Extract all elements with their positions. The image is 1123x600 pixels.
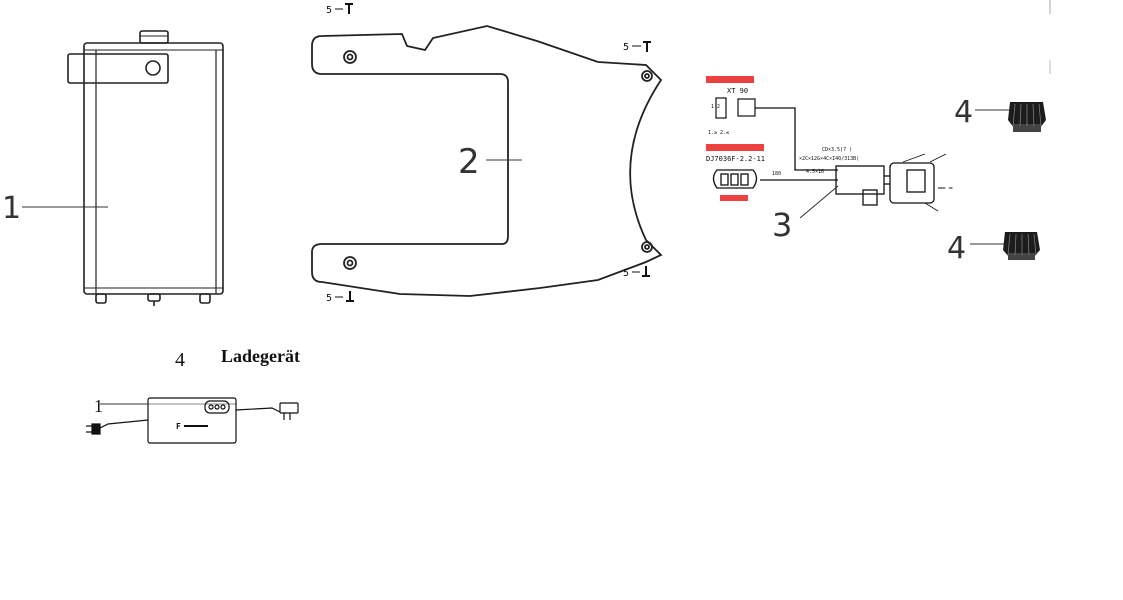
screw-callout-right-bottom: 5 [623, 268, 629, 279]
red-note-mid [706, 144, 764, 151]
charger-part-callout: 1 [94, 396, 103, 416]
cap-bottom-callout: 4 [947, 231, 966, 266]
cap-bottom [1003, 232, 1040, 260]
wiring-leader-line [799, 185, 839, 219]
plug-side-label: ══ ═ [937, 185, 953, 192]
screw-right-top: 5 [623, 41, 651, 53]
wiring-harness-part: XT 90 1 2 1.≥ 2.≤ DJ7036F-2.2-11 180 4.5… [706, 76, 953, 212]
cable-spec-2: ×2C×12G×4C×I40/313B( [799, 156, 859, 162]
battery-part [67, 30, 224, 306]
cap-top [1008, 102, 1046, 132]
bracket-part [311, 25, 663, 297]
bracket-callout: 2 [458, 142, 480, 182]
dj-connector [712, 169, 758, 189]
red-note-bottom [720, 195, 748, 201]
pin-labels-mid: 1.≥ 2.≤ [708, 130, 729, 136]
pin-labels-top: 1 2 [711, 104, 720, 110]
screw-callout-top: 5 [326, 5, 332, 16]
wiring-callout: 3 [772, 206, 792, 244]
dj-connector-label: DJ7036F-2.2-11 [706, 155, 765, 163]
cable-spec-1: CD×3.5(7 ) [822, 147, 852, 153]
screw-right-bottom: 5 [623, 266, 650, 279]
wire-spec-label: 4.5×16 [806, 169, 824, 175]
screw-top: 5 [326, 3, 353, 16]
red-note-top [706, 76, 754, 83]
charger-part [86, 397, 299, 444]
screw-bottom: 5 [326, 291, 354, 304]
charger-caption: Ladegerät [221, 346, 300, 366]
xt90-label: XT 90 [727, 87, 748, 95]
battery-callout: 1 [2, 191, 21, 226]
junction-module [835, 162, 935, 206]
charger-brand: F [176, 422, 181, 431]
charger-number: 4 [175, 349, 185, 371]
cap-top-callout: 4 [954, 95, 973, 130]
wire-length-label: 180 [772, 171, 781, 177]
screw-callout-right-top: 5 [623, 42, 629, 53]
xt90-connector [715, 97, 727, 119]
screw-callout-bottom: 5 [326, 293, 332, 304]
